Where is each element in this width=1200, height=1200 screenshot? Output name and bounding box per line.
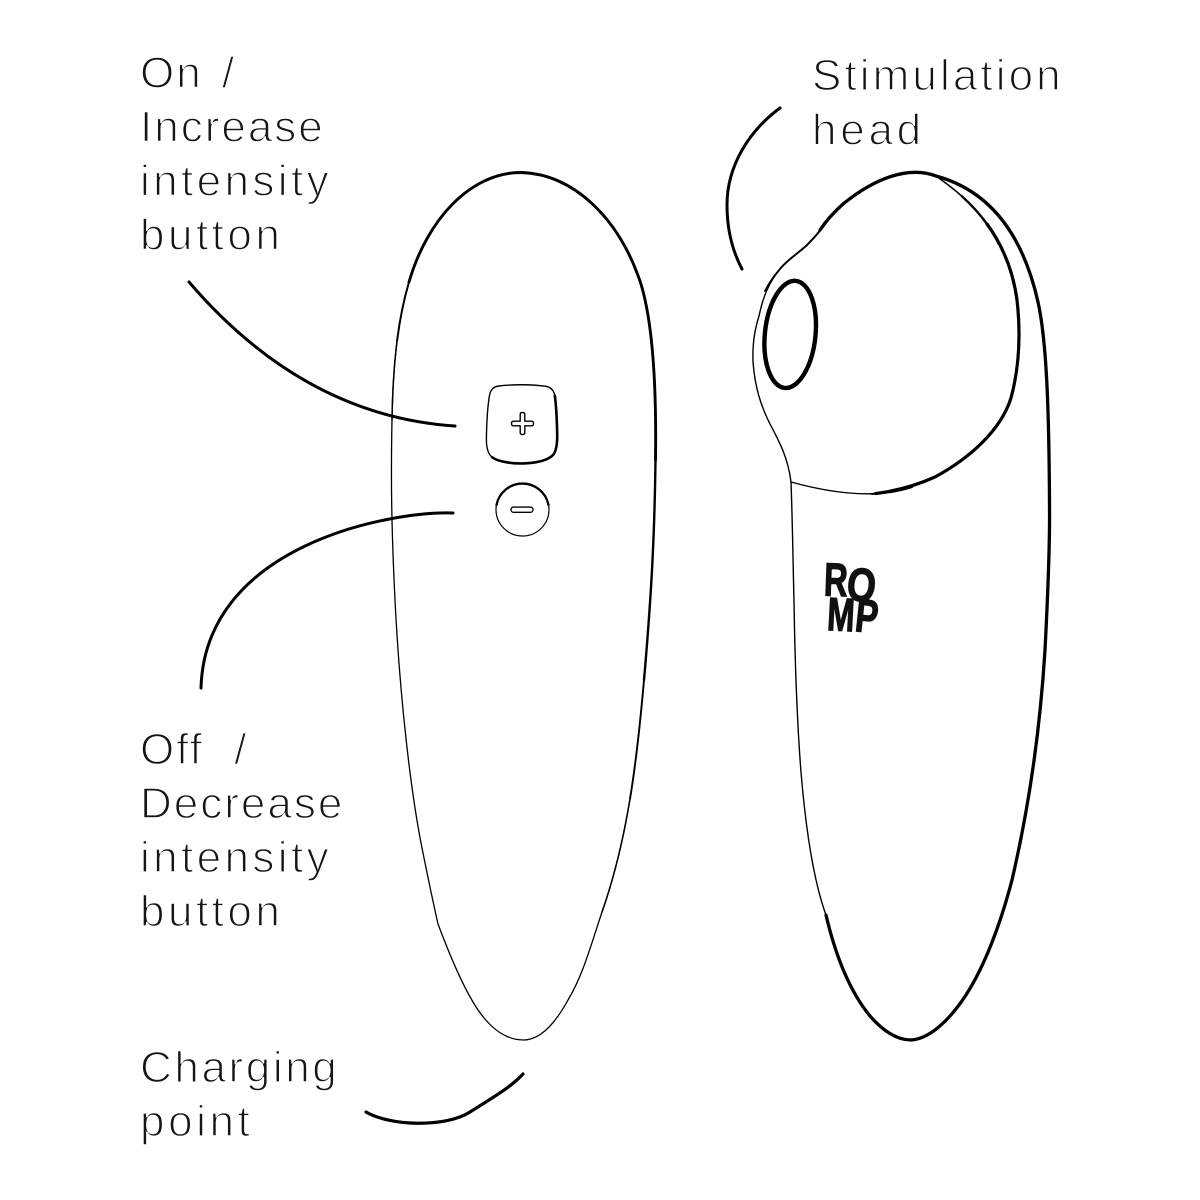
svg-text:Stimulation: Stimulation	[812, 51, 1064, 100]
svg-text:intensity: intensity	[140, 833, 332, 882]
svg-text:R: R	[823, 553, 849, 607]
svg-text:Charging: Charging	[140, 1043, 339, 1092]
svg-text:Decrease: Decrease	[140, 779, 344, 828]
svg-text:Increase: Increase	[140, 103, 325, 152]
svg-text:O: O	[844, 558, 878, 613]
svg-text:M: M	[826, 587, 856, 642]
svg-text:On /: On /	[140, 49, 236, 98]
svg-text:button: button	[140, 211, 283, 260]
svg-text:point: point	[140, 1097, 253, 1146]
svg-text:head: head	[812, 106, 925, 155]
svg-text:Off /: Off /	[140, 725, 248, 774]
svg-text:intensity: intensity	[140, 157, 332, 206]
svg-text:button: button	[140, 887, 283, 936]
